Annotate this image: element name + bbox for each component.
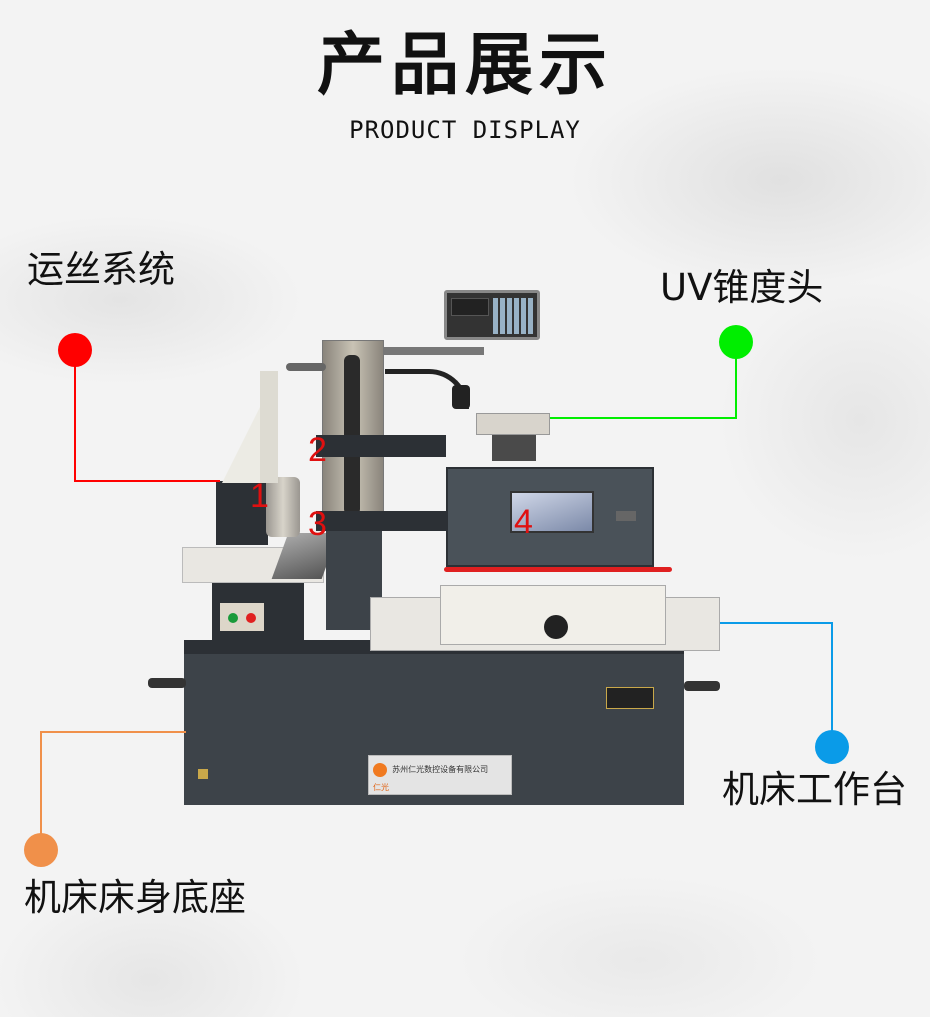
wire-guard-side xyxy=(260,371,278,483)
callout-line-worktable-v xyxy=(831,622,833,732)
marker-1: 1 xyxy=(250,477,269,515)
callout-dot-worktable xyxy=(815,730,849,764)
readout-screen xyxy=(451,298,489,316)
marker-4: 4 xyxy=(514,503,533,541)
lamp-head xyxy=(452,385,470,409)
start-button[interactable] xyxy=(228,613,238,623)
callout-line-base-v xyxy=(40,731,42,835)
callout-dot-uv-head xyxy=(719,325,753,359)
readout-keypad xyxy=(493,298,535,334)
tank-latch xyxy=(616,511,636,521)
callout-line-wire-system-v xyxy=(74,366,76,481)
marker-3: 3 xyxy=(308,505,327,543)
callout-label-wire-system: 运丝系统 xyxy=(27,248,175,291)
callout-dot-base xyxy=(24,833,58,867)
tank-red-rim xyxy=(444,567,672,572)
upper-arm xyxy=(316,435,446,457)
page-title: 产品展示 xyxy=(316,26,613,105)
callout-label-uv-head: UV锥度头 xyxy=(660,266,824,309)
callout-line-worktable-h xyxy=(720,622,832,624)
digital-readout xyxy=(444,290,540,340)
logo-icon xyxy=(373,762,387,777)
uv-head-motor xyxy=(492,435,536,461)
wire-drum-box xyxy=(216,481,268,545)
nameplate-text: 苏州仁光数控设备有限公司 xyxy=(392,765,489,774)
wire-drum xyxy=(266,477,300,537)
left-handle xyxy=(148,678,186,688)
top-crank xyxy=(286,363,326,371)
nameplate: 苏州仁光数控设备有限公司 仁光 xyxy=(368,755,512,795)
callout-line-uv-head-v xyxy=(735,358,737,418)
callout-line-wire-system-h xyxy=(74,480,220,482)
nameplate-brand: 仁光 xyxy=(373,783,389,792)
power-indicator xyxy=(198,769,208,779)
callout-line-uv-head-h xyxy=(550,417,737,419)
page-subtitle: PRODUCT DISPLAY xyxy=(349,116,581,144)
stop-button[interactable] xyxy=(246,613,256,623)
spec-plate xyxy=(606,687,654,709)
callout-label-worktable: 机床工作台 xyxy=(722,768,907,811)
control-panel xyxy=(220,603,264,631)
marker-2: 2 xyxy=(308,431,327,469)
uv-head xyxy=(476,413,550,435)
callout-label-base: 机床床身底座 xyxy=(24,876,246,919)
right-handle xyxy=(684,681,720,691)
callout-dot-wire-system xyxy=(58,333,92,367)
tank-window xyxy=(510,491,594,533)
worktable-handwheel xyxy=(544,615,568,639)
callout-line-base-h xyxy=(40,731,186,733)
lower-arm xyxy=(316,511,446,531)
machine-illustration: 苏州仁光数控设备有限公司 仁光 1 2 xyxy=(140,285,730,810)
display-arm xyxy=(384,347,484,355)
